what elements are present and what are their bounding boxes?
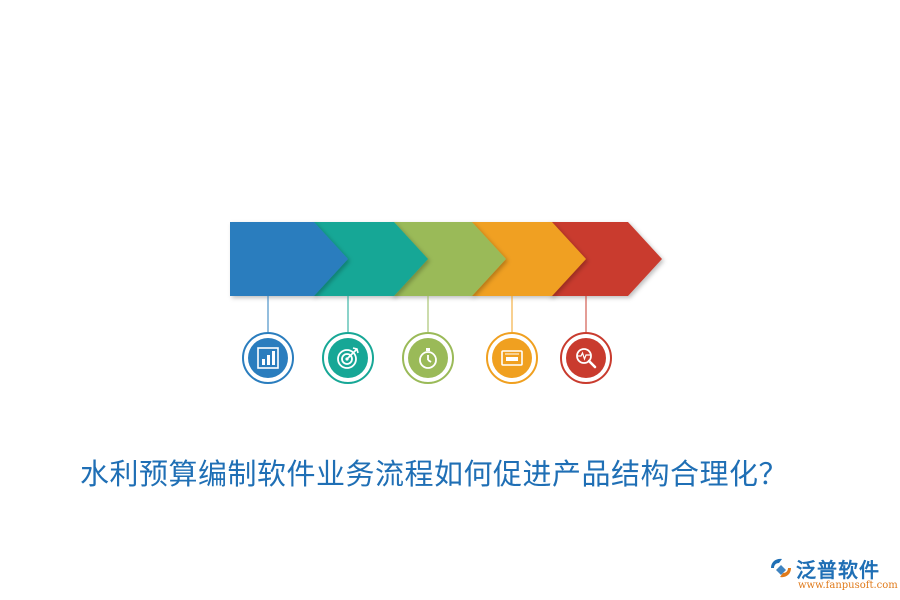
target-icon bbox=[337, 347, 359, 369]
brand-logo: 泛普软件 www.fanpusoft.com bbox=[768, 554, 898, 596]
logo-mark-icon bbox=[771, 558, 791, 578]
logo-name: 泛普软件 bbox=[796, 558, 880, 582]
arrow-step-4 bbox=[470, 222, 586, 296]
logo-url: www.fanpusoft.com bbox=[798, 580, 898, 591]
step-3-circle bbox=[402, 332, 454, 384]
step-4-circle bbox=[486, 332, 538, 384]
arrow-step-5 bbox=[548, 222, 662, 296]
step-5-circle bbox=[560, 332, 612, 384]
step-2-circle bbox=[322, 332, 374, 384]
arrow-step-1 bbox=[230, 222, 348, 296]
page-title: 水利预算编制软件业务流程如何促进产品结构合理化？ bbox=[80, 457, 789, 491]
magnifier-pulse-icon bbox=[576, 348, 597, 369]
stopwatch-icon bbox=[419, 348, 437, 369]
monitor-icon bbox=[501, 350, 523, 366]
arrow-step-3 bbox=[390, 222, 506, 296]
bar-chart-icon bbox=[257, 347, 279, 369]
arrow-step-2 bbox=[312, 222, 428, 296]
step-1-circle bbox=[242, 332, 294, 384]
